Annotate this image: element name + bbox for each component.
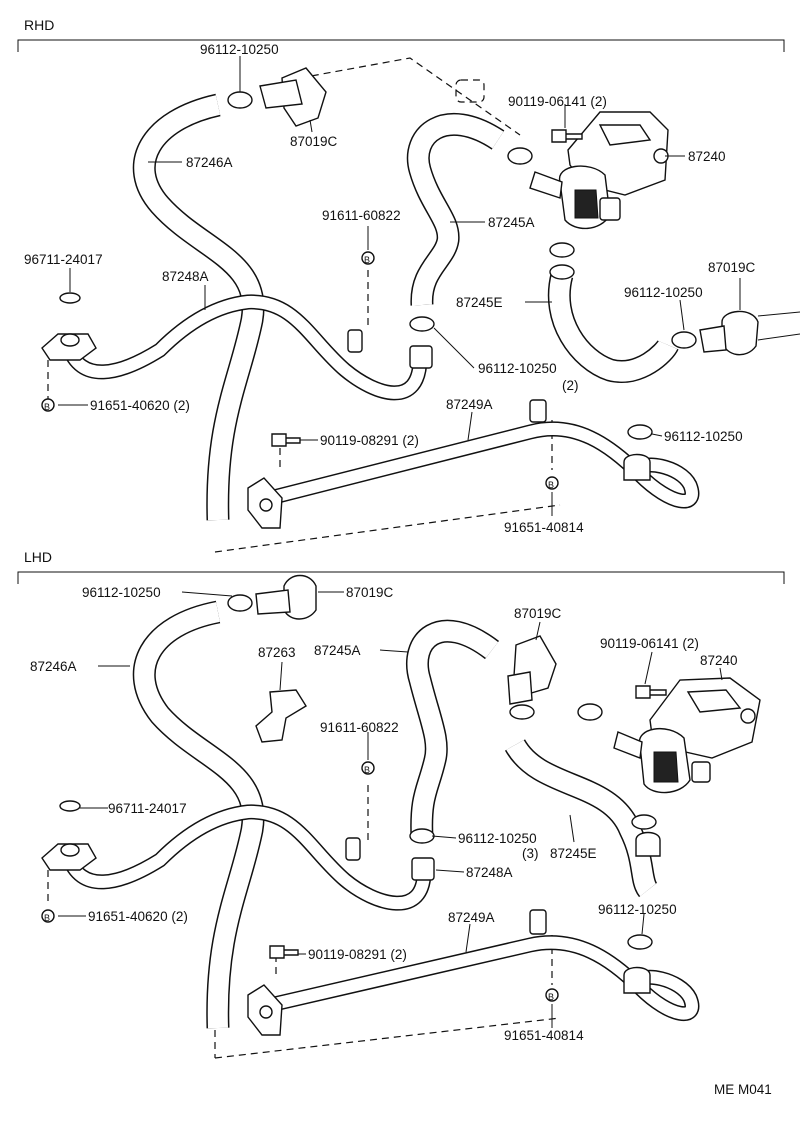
lhd-bracket-87263 — [255, 689, 307, 743]
rhd-bolt-90119-08291 — [271, 433, 301, 447]
lhd-label-14: 87248A — [466, 865, 513, 880]
lhd-label-5: 87019C — [514, 606, 562, 621]
rhd-bracket-mid — [347, 329, 363, 353]
svg-text:B: B — [44, 913, 50, 923]
rhd-pipe-end — [409, 345, 433, 369]
rhd-label-10: 87019C — [708, 260, 756, 275]
lhd-ref-line-bottom — [214, 1017, 561, 1059]
lhd-gasket-96711 — [59, 800, 81, 812]
lhd-bolt-90119-06141 — [635, 685, 667, 699]
lhd-label-19: 91651-40814 — [504, 1028, 584, 1043]
lhd-bolt-90119-08291 — [269, 945, 299, 959]
lhd-label-10: 96711-24017 — [108, 801, 187, 816]
rhd-bracket-87249a — [529, 399, 547, 423]
rhd-clamp-1 — [227, 91, 253, 109]
lhd-bracket-mid — [345, 837, 361, 861]
lhd-clamp-5 — [631, 814, 657, 830]
rhd-label-9: 87248A — [162, 269, 209, 284]
rhd-label-11: 87245E — [456, 295, 503, 310]
rhd-marker-b-2: B — [41, 398, 55, 412]
rhd-label-12: 96112-10250 — [624, 285, 703, 300]
lhd-label-1: 96112-10250 — [82, 585, 161, 600]
rhd-label-19: 91651-40814 — [504, 520, 584, 535]
lhd-label-3: 87263 — [258, 645, 296, 660]
rhd-valve-port — [529, 171, 563, 199]
lhd-label-7: 87246A — [30, 659, 77, 674]
lhd-grommet-87019c-top — [283, 574, 317, 620]
rhd-label-2: 87019C — [290, 134, 338, 149]
rhd-ref-line-top — [299, 57, 521, 136]
rhd-label-15: 91651-40620 (2) — [90, 398, 190, 413]
rhd-label-16: 87249A — [446, 397, 493, 412]
lhd-label-18: 90119-08291 (2) — [308, 947, 407, 962]
svg-text:B: B — [364, 765, 370, 775]
rhd-hose-end-right — [623, 453, 651, 481]
rhd-label-1: 96112-10250 — [200, 42, 279, 57]
rhd-label-14: (2) — [562, 378, 579, 393]
rhd-label-6: 91611-60822 — [322, 208, 401, 223]
rhd-marker-b-3: B — [545, 476, 559, 490]
rhd-clamp-6 — [627, 424, 653, 440]
lhd-clamp-3 — [577, 703, 603, 721]
rhd-label-3: 87246A — [186, 155, 233, 170]
rhd-assembly: B B B 96112-10250 87019C 87246A — [24, 42, 800, 553]
lhd-label-13: 87245E — [550, 846, 597, 861]
section-label-rhd: RHD — [24, 17, 54, 33]
lhd-label-12: (3) — [522, 846, 539, 861]
rhd-clamp-5 — [671, 331, 697, 349]
rhd-frame — [17, 39, 785, 52]
lhd-marker-b-3: B — [545, 988, 559, 1002]
lhd-label-6: 90119-06141 (2) — [600, 636, 699, 651]
section-label-lhd: LHD — [24, 549, 52, 565]
rhd-label-18: 96112-10250 — [664, 429, 743, 444]
rhd-bolt-90119-06141 — [551, 129, 583, 143]
rhd-label-17: 90119-08291 (2) — [320, 433, 419, 448]
svg-text:B: B — [548, 992, 554, 1002]
lhd-label-4: 87245A — [314, 643, 361, 658]
lhd-clamp-6 — [627, 934, 653, 950]
rhd-gasket-outline — [455, 79, 485, 103]
rhd-label-7: 87245A — [488, 215, 535, 230]
svg-text:B: B — [44, 402, 50, 412]
lhd-hose-end-right — [623, 966, 651, 994]
lhd-clamp-1 — [227, 594, 253, 612]
rhd-clamp-2 — [507, 147, 533, 165]
lhd-bracket-87249a — [529, 909, 547, 935]
lhd-valve-port — [613, 731, 643, 759]
svg-text:B: B — [548, 480, 554, 490]
lhd-label-15: 91651-40620 (2) — [88, 909, 188, 924]
rhd-marker-b-1: B — [361, 251, 375, 265]
lhd-frame — [17, 571, 785, 584]
rhd-ref-line-bottom — [214, 504, 561, 553]
rhd-label-5: 87240 — [688, 149, 726, 164]
lhd-label-11: 96112-10250 — [458, 831, 537, 846]
lhd-clamp-4 — [409, 828, 435, 844]
lhd-flange-left — [41, 843, 97, 871]
rhd-clamp-3 — [549, 242, 575, 258]
lhd-clamp-2 — [509, 704, 535, 720]
rhd-label-8: 96711-24017 — [24, 252, 103, 267]
lhd-assembly: B B B 96112-10250 87019C 87263 — [30, 574, 761, 1059]
rhd-label-13: 96112-10250 — [478, 361, 557, 376]
lhd-marker-b-2: B — [41, 909, 55, 923]
rhd-label-4: 90119-06141 (2) — [508, 94, 607, 109]
svg-text:B: B — [364, 255, 370, 265]
lhd-label-17: 96112-10250 — [598, 902, 677, 917]
lhd-label-8: 87240 — [700, 653, 738, 668]
rhd-clamp-4 — [409, 316, 435, 332]
figure-code: ME M041 — [714, 1082, 772, 1097]
rhd-flange-left — [41, 333, 97, 361]
lhd-label-16: 87249A — [448, 910, 495, 925]
lhd-label-9: 91611-60822 — [320, 720, 399, 735]
lhd-pipe-end — [411, 857, 435, 881]
lhd-label-2: 87019C — [346, 585, 394, 600]
lhd-marker-b-1: B — [361, 761, 375, 775]
rhd-grommet-87019c-right — [721, 310, 759, 356]
rhd-gasket-96711 — [59, 292, 81, 304]
